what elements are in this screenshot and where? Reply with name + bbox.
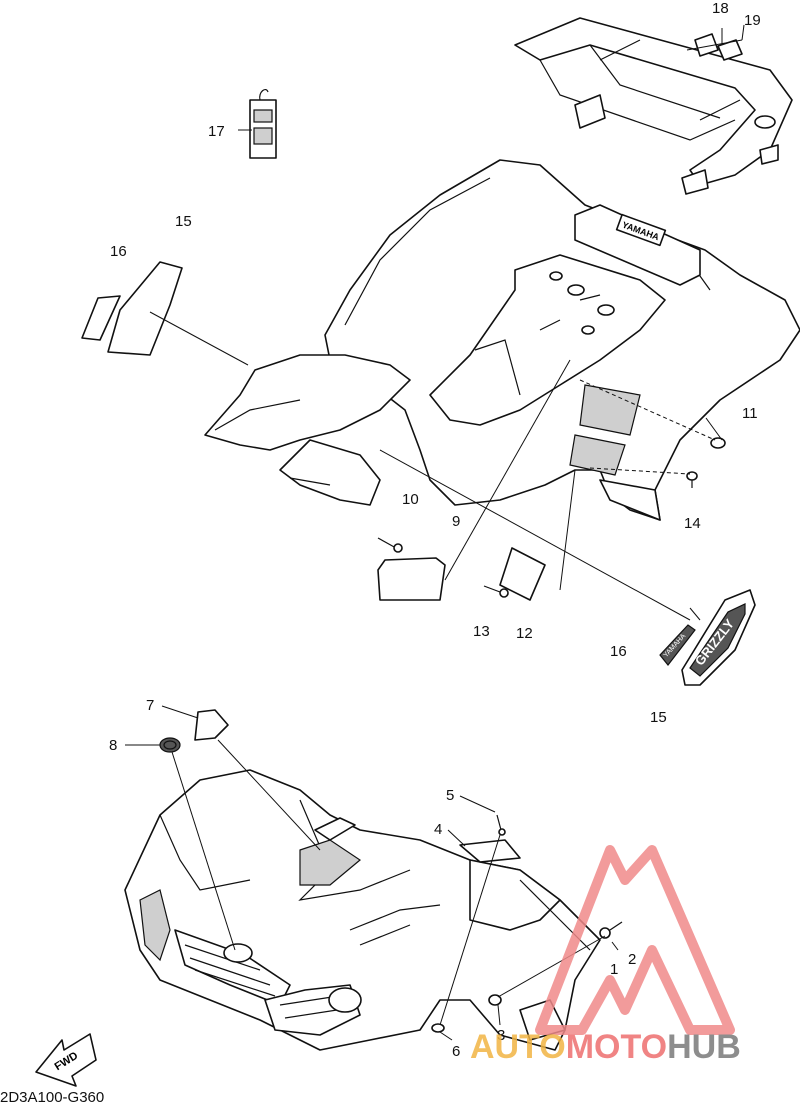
watermark-auto: AUTO	[470, 1028, 566, 1066]
pin-5	[496, 814, 506, 836]
callout-19: 19	[744, 12, 761, 29]
callout-6: 6	[452, 1043, 460, 1060]
callout-17: 17	[208, 123, 225, 140]
plate-4	[459, 839, 521, 863]
clip-2	[599, 921, 623, 939]
plate-12	[499, 547, 546, 601]
callout-12: 12	[516, 625, 533, 642]
callout-18: 18	[712, 0, 729, 17]
callout-11: 11	[742, 405, 758, 422]
emblem-8	[159, 737, 181, 753]
callout-1: 1	[610, 961, 618, 978]
callout-7: 7	[146, 697, 154, 714]
screw-13	[483, 585, 509, 598]
callout-8: 8	[109, 737, 117, 754]
emblem-15-left	[107, 261, 183, 356]
callout-13: 13	[473, 623, 490, 640]
callout-16-right: 16	[610, 643, 627, 660]
callout-5: 5	[446, 787, 454, 804]
callout-3: 3	[497, 1027, 505, 1044]
grommet-3	[488, 994, 502, 1006]
callout-10: 10	[402, 491, 419, 508]
leader-lines-rear	[149, 24, 745, 621]
watermark-logo: AUTOMOTOHUB	[470, 845, 741, 1066]
drawing-code: 2D3A100-G360	[0, 1089, 104, 1106]
rear-fender	[204, 159, 800, 521]
lens-7	[194, 709, 229, 741]
screw-10	[377, 537, 403, 553]
plate-9	[377, 557, 446, 601]
callout-4: 4	[434, 821, 442, 838]
rear-fender-badge: YAMAHA	[615, 213, 667, 247]
callout-16: 16	[110, 243, 127, 260]
caution-tag-17	[249, 88, 277, 159]
plate-18-19	[686, 33, 743, 61]
fwd-arrow: FWD	[35, 1033, 97, 1087]
grommet-11	[710, 437, 726, 449]
watermark-text: AUTOMOTOHUB	[470, 1028, 741, 1066]
emblem-15-right: GRIZZLY	[681, 589, 756, 686]
rear-carrier-rack	[514, 17, 793, 195]
callout-2: 2	[628, 951, 636, 968]
watermark-moto: MOTO	[566, 1028, 667, 1066]
callout-9: 9	[452, 513, 460, 530]
callout-15: 15	[175, 213, 192, 230]
callout-14: 14	[684, 515, 701, 532]
leader-lines-front	[125, 705, 619, 1041]
grommet-6	[431, 1023, 445, 1033]
callout-15-right: 15	[650, 709, 667, 726]
watermark-triangle-icon	[535, 845, 735, 1035]
decal-16-left	[81, 295, 121, 341]
callout-numbers: 18 19 17 15 16 11 14 10 9 13 12 16 15 7 …	[109, 0, 761, 1060]
front-fender	[124, 769, 601, 1051]
watermark-hub: HUB	[667, 1028, 741, 1066]
